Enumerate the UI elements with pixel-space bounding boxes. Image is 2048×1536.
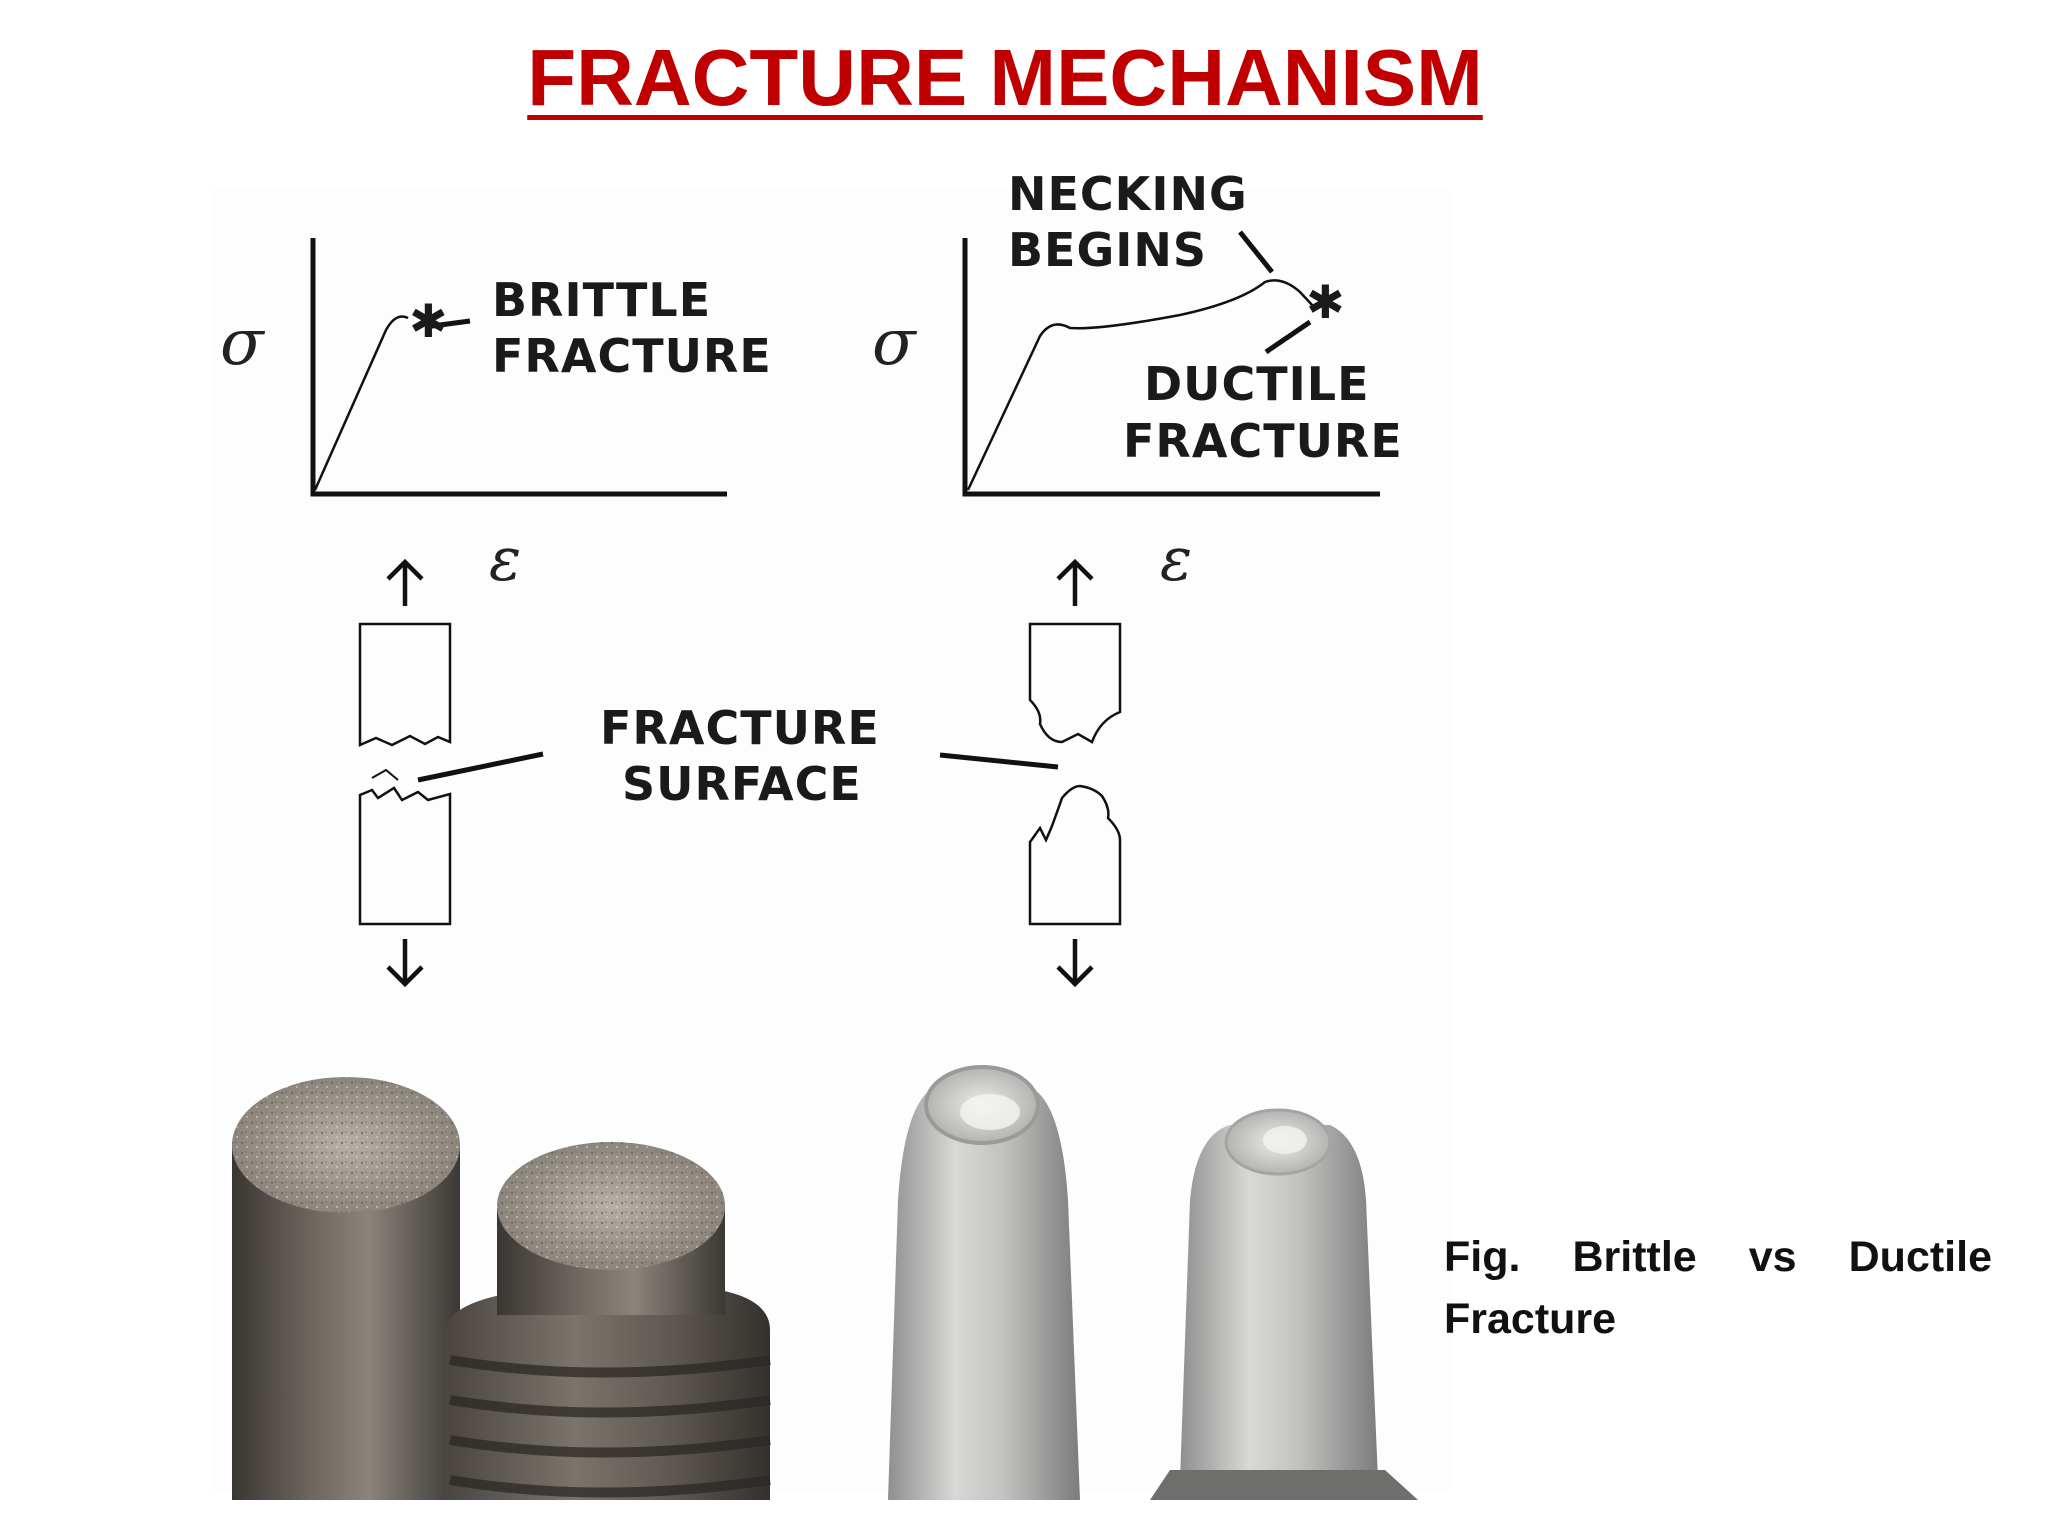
ductile-stress-symbol: σ <box>872 306 918 380</box>
fracture-surface-leaders <box>417 751 1059 783</box>
ductile-stress-strain-plot <box>962 230 1380 497</box>
alu-rod-right-body <box>1180 1125 1378 1480</box>
ductile-down-arrow-icon <box>1056 939 1094 988</box>
ductile-axes <box>962 238 1380 497</box>
ductile-upper-piece <box>1028 622 1122 744</box>
figure-caption: Fig. Brittle vs Ductile Fracture <box>1444 1233 1992 1343</box>
necking-label-line1: NECKING <box>1008 167 1248 221</box>
page-title: FRACTURE MECHANISM <box>0 38 2010 118</box>
ductile-up-arrow-icon <box>1056 558 1094 606</box>
brittle-specimen <box>358 558 452 988</box>
ductile-specimen <box>1028 558 1122 988</box>
threaded-bolt-body <box>445 1290 770 1500</box>
brittle-leader-line <box>424 318 471 330</box>
brittle-fracture-asterisk: ✱ <box>409 294 449 348</box>
necking-label-line2: BEGINS <box>1008 223 1207 277</box>
brittle-label-line2: FRACTURE <box>492 329 772 383</box>
brittle-rods-photo <box>232 1077 771 1500</box>
fracture-surface-line2: SURFACE <box>622 757 862 811</box>
ductile-lower-piece <box>1028 784 1122 926</box>
alu-rod-left-body <box>888 1090 1080 1500</box>
brittle-label-line1: BRITTLE <box>492 273 711 327</box>
fracture-surface-leader-right <box>939 752 1059 770</box>
brittle-axes <box>310 238 727 497</box>
brittle-down-arrow-icon <box>386 939 424 988</box>
ductile-fracture-asterisk: ✱ <box>1306 275 1346 329</box>
ductile-label-line2: FRACTURE <box>1123 414 1403 468</box>
page-title-text: FRACTURE MECHANISM <box>527 33 1483 122</box>
ductile-label-line1: DUCTILE <box>1144 357 1370 411</box>
brittle-crack-mark <box>371 768 399 781</box>
brittle-stress-strain-plot <box>310 238 727 497</box>
ductile-leader-line <box>1264 319 1312 355</box>
brittle-curve <box>313 315 409 491</box>
alu-rod-base-flange <box>1150 1470 1418 1500</box>
ductile-curve <box>966 279 1314 491</box>
brittle-stress-symbol: σ <box>220 306 266 380</box>
fracture-photo <box>232 1065 1418 1500</box>
brittle-lower-piece <box>358 786 452 926</box>
fracture-surface-leader-left <box>417 751 544 783</box>
fracture-surface-line1: FRACTURE <box>600 701 880 755</box>
brittle-strain-symbol: ε <box>489 525 521 595</box>
brittle-upper-piece <box>358 622 452 747</box>
necking-leader-line <box>1238 230 1274 274</box>
ductile-rods-photo <box>888 1065 1418 1500</box>
ductile-strain-symbol: ε <box>1160 525 1192 595</box>
brittle-up-arrow-icon <box>386 558 424 606</box>
bolt-threads <box>449 1355 771 1498</box>
